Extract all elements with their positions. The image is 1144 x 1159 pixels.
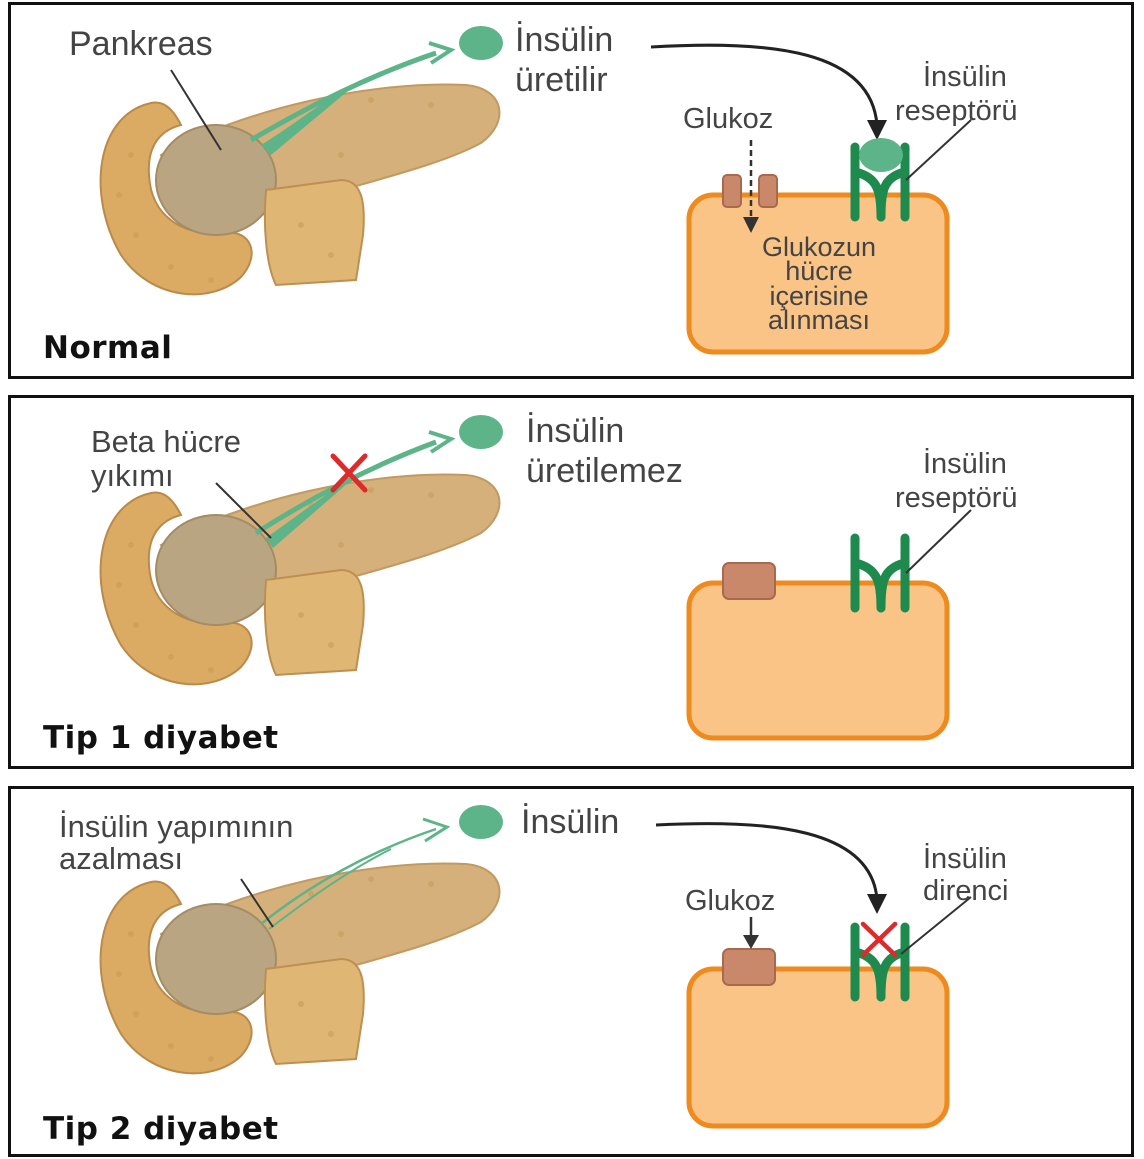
glucose-transporter-icon <box>723 949 775 985</box>
cell-text: Glukozun hücre içerisine alınması <box>729 235 909 332</box>
beta-cell-label: Beta hücre <box>91 426 241 457</box>
tip1-panel: Beta hücre yıkımı İnsülin üretilemez İns… <box>8 395 1134 769</box>
glucose-label: Glukoz <box>683 105 773 134</box>
glucose-transporter-icon <box>723 563 775 599</box>
insulin-label: İnsülin <box>515 23 613 57</box>
insulin-molecule-icon <box>459 805 503 839</box>
insulin-not-produced-label: üretilemez <box>526 454 683 488</box>
receptor-label: İnsülin <box>923 63 1007 92</box>
cell-text-line-2: hücre <box>729 259 909 283</box>
panel-title: Tip 1 diyabet <box>43 723 279 754</box>
glucose-label: Glukoz <box>685 887 775 916</box>
insulin-label: İnsülin <box>521 805 619 839</box>
insulin-label: İnsülin <box>526 414 624 448</box>
tip2-panel: İnsülin yapımının azalması İnsülin Gluko… <box>8 786 1134 1157</box>
receptor-label-2: reseptörü <box>895 484 1018 513</box>
insulin-molecule-icon <box>459 26 503 60</box>
reduced-production-label: İnsülin yapımının <box>59 811 293 842</box>
receptor-label: İnsülin <box>923 845 1007 874</box>
receptor-label: İnsülin <box>923 450 1007 479</box>
panel-title: Tip 2 diyabet <box>43 1114 279 1145</box>
cross-icon <box>863 924 895 955</box>
normal-panel: Pankreas İnsülin üretilir Glukoz İnsülin… <box>8 2 1134 379</box>
pancreas-label: Pankreas <box>69 27 213 61</box>
bound-insulin-icon <box>859 138 903 172</box>
insulin-produced-label: üretilir <box>515 63 608 97</box>
reduced-production-label-2: azalması <box>59 843 183 874</box>
pancreas-icon <box>101 84 500 294</box>
receptor-label-2: reseptörü <box>895 97 1018 126</box>
panel-title: Normal <box>43 333 172 364</box>
glucose-transporter-icon <box>723 175 741 207</box>
cell-text-line-4: alınması <box>729 308 909 332</box>
insulin-molecule-icon <box>459 415 503 449</box>
beta-cell-label-2: yıkımı <box>91 460 174 491</box>
resistance-label: direnci <box>923 877 1008 906</box>
